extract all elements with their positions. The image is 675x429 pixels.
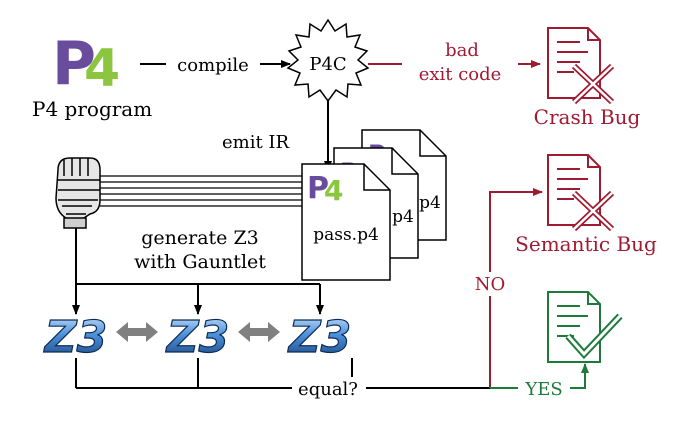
no-label: NO [475, 274, 506, 295]
gauntlet-lines [100, 175, 302, 207]
svg-text:Z3: Z3 [43, 312, 108, 363]
yes-label-bg [518, 377, 570, 399]
equal-label: equal? [298, 379, 358, 400]
gauntlet-icon [55, 157, 101, 229]
svg-text:Z3: Z3 [287, 312, 352, 363]
crash-report-icon [547, 27, 615, 105]
equal-collector [75, 358, 490, 389]
no-label-bg [474, 272, 508, 296]
z3-fanout [72, 228, 324, 315]
with-gauntlet-label: with Gauntlet [134, 251, 266, 273]
generate-z3-label: generate Z3 [141, 227, 259, 249]
pass-report-icon [547, 291, 623, 363]
exit-code-label: exit code [419, 64, 502, 85]
crash-bug-label: Crash Bug [534, 105, 641, 129]
bad-exit-label-bg [402, 54, 518, 80]
compile-label: compile [177, 55, 249, 76]
bidirectional-arrow-icon-right [238, 322, 280, 342]
p4-file-label-back: p4 [419, 193, 441, 213]
p4c-label: P4C [309, 54, 346, 75]
p4-logo: P 4 [52, 29, 120, 99]
p4-file-stack: P 4 p4 P 4 p4 P 4 pass.p4 [301, 129, 447, 281]
p4-file-label-middle: p4 [392, 207, 414, 227]
pass-file-label: pass.p4 [313, 225, 379, 245]
no-branch-arrow [489, 188, 543, 388]
semantic-bug-label: Semantic Bug [515, 232, 657, 256]
equal-label-bg [292, 377, 366, 399]
svg-text:Z3: Z3 [165, 312, 230, 363]
z3-logo-left: Z3 [42, 311, 108, 363]
p4-program-label: P4 program [32, 97, 152, 121]
bidirectional-arrow-icon-left [116, 322, 158, 342]
semantic-report-icon [547, 154, 615, 232]
z3-logo-middle: Z3 [164, 311, 230, 363]
svg-text:P: P [307, 171, 329, 206]
bad-label: bad [445, 40, 479, 61]
compile-label-bg [166, 52, 260, 76]
p4-file-front: P 4 pass.p4 [301, 163, 391, 281]
p4-logo-digit: 4 [84, 39, 120, 99]
z3-logo-right: Z3 [286, 311, 352, 363]
emit-ir-label: emit IR [222, 132, 290, 153]
p4-logo-letter: P [52, 29, 96, 99]
yes-label: YES [524, 379, 562, 400]
svg-text:4: 4 [324, 174, 343, 207]
